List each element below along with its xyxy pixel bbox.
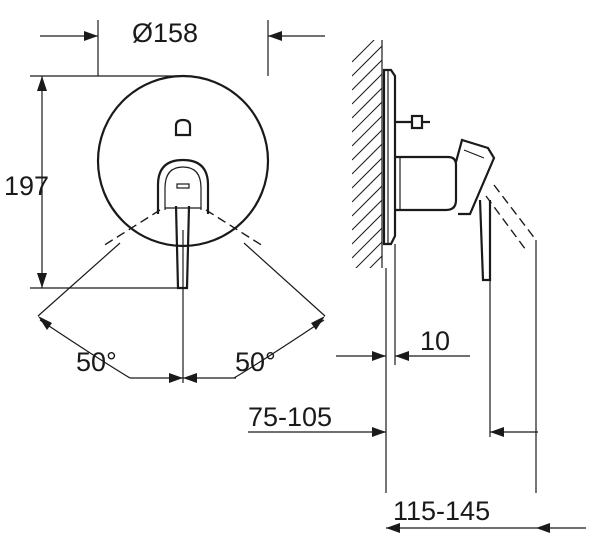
lever-profile [478,199,492,282]
wall-range-arrow-left [372,427,386,437]
depth-arrow-right [395,351,409,361]
depth-arrow-left [372,351,386,361]
diameter-label: Ø158 [132,18,198,48]
lever-tilt-upper [493,184,537,241]
overall-arrow-left [386,523,400,533]
wall-range-arrow-right [490,427,504,437]
overall-arrow-right [536,523,550,533]
height-arrow-bottom [37,273,47,288]
arrow-center-left [169,373,183,383]
handle-head-detail [463,149,485,159]
lever-travel-right [205,209,264,247]
diverter-button-icon [174,118,192,137]
handle-inner [164,166,202,210]
angle-line-left [37,242,121,317]
diameter-arrow-right [268,31,282,41]
angle-line-right [243,242,326,317]
left-angle-label: 50° [76,347,117,377]
diverter-knob-icon [395,114,430,130]
mixer-body [395,155,458,212]
arrow-left-top [38,316,52,330]
lever-travel-left [102,209,161,247]
wall [352,40,383,268]
handle-indicator [176,183,190,189]
right-angle-label: 50° [235,347,276,377]
arrow-center-right [183,373,197,383]
angle-arc-right [233,319,325,379]
angle-arc-left [39,319,131,379]
wall-range-label: 75-105 [248,402,332,432]
handle-head [454,138,496,216]
arrow-right-top [311,316,325,330]
diameter-arrow-left [84,31,98,41]
side-view: 10 75-105 115-145 [248,40,586,533]
overall-range-label: 115-145 [393,496,490,526]
lever-tilt-lower [485,195,527,251]
height-arrow-top [37,76,47,91]
depth-label: 10 [420,326,450,356]
handle-outline [156,158,210,214]
front-view: Ø158 197 50° 50° [4,18,326,383]
height-label: 197 [4,171,49,201]
plate-profile [382,68,397,246]
